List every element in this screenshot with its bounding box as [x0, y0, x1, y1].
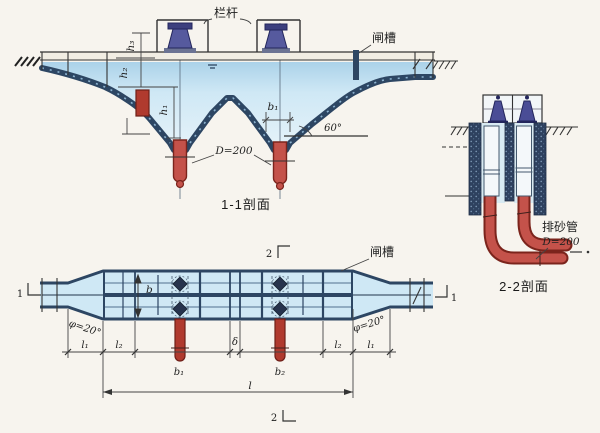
discharge-pipe-left — [482, 189, 569, 266]
dim-b2-plan: b₂ — [275, 367, 285, 378]
dim-h3-label: h₃ — [125, 41, 137, 52]
pipe-diameter-leader-2 — [535, 247, 549, 260]
ground-line-left — [450, 126, 469, 136]
ground-hatch-left — [14, 56, 41, 67]
valve-stand-left — [164, 22, 196, 53]
dim-total-label: l — [248, 380, 251, 392]
channel-break-marks — [41, 278, 425, 312]
railing-leaders — [203, 18, 252, 25]
outlet-channel — [412, 52, 434, 78]
dim-l1-left: l₁ — [81, 340, 88, 351]
width-b-label: b — [146, 284, 153, 296]
shaft-wall-left — [468, 122, 482, 216]
pipe-sleeves — [483, 125, 533, 197]
dim-h2-label: h₂ — [118, 68, 130, 79]
gate-slot-leader — [358, 44, 372, 54]
plan-gate-slot-leader — [340, 258, 370, 272]
dim-b1-plan: b₁ — [174, 367, 184, 378]
height-dimensions — [116, 32, 181, 139]
total-length-dimension — [103, 389, 353, 395]
ground-hatch-right — [432, 60, 458, 70]
gate-slot-bar — [353, 50, 359, 80]
plan-pipe-left — [171, 318, 189, 362]
section-2-2-caption: 2-2剖面 — [499, 279, 549, 294]
plan-pipe-right — [271, 318, 289, 362]
angle-60-label: 60° — [324, 123, 342, 134]
dim-h1-label: h₁ — [158, 105, 170, 116]
svg-text:2: 2 — [266, 249, 272, 260]
inlet-pipe-stub — [122, 89, 150, 135]
plan-valves — [171, 275, 289, 318]
dim-delta: δ — [232, 337, 238, 348]
pipe-diameter-label-2: D=200 — [541, 236, 580, 248]
flow-arrow — [570, 250, 590, 254]
svg-text:1: 1 — [17, 289, 23, 300]
gate-slot-label: 闸槽 — [372, 31, 396, 45]
shaft-wall-right — [533, 122, 547, 216]
pipe-diameter-leaders — [191, 154, 272, 166]
b1-dimension — [262, 112, 294, 132]
deck-slab — [40, 51, 435, 61]
svg-text:1: 1 — [451, 293, 457, 304]
section-2-2-drawing: 排砂管 D=200 2-2剖面 — [442, 94, 590, 294]
sand-pipe-left — [165, 139, 195, 189]
water-surface-icon — [208, 64, 217, 69]
discharge-pipe-right — [517, 189, 573, 252]
section-mark-right-1: 1 — [435, 285, 457, 304]
sand-pipe-label: 排砂管 — [542, 219, 578, 234]
dim-l2-right: l₂ — [334, 340, 341, 351]
section-mark-top-2: 2 — [266, 245, 290, 260]
dim-l2-left: l₂ — [115, 340, 122, 351]
plan-gate-slot-label: 闸槽 — [370, 245, 394, 259]
plan-outline — [40, 269, 433, 321]
svg-text:2: 2 — [271, 413, 277, 424]
railing — [156, 19, 301, 52]
valve-cone-left — [488, 95, 508, 124]
section-1-1-caption: 1-1剖面 — [221, 197, 271, 212]
dimension-row — [62, 348, 396, 356]
section-mark-bottom-2: 2 — [271, 410, 296, 424]
slope-angle-60 — [284, 125, 368, 137]
railing-label: 栏杆 — [214, 5, 238, 20]
valve-cone-right — [517, 95, 537, 124]
dim-b1-section-label: b₁ — [268, 101, 279, 113]
dim-l1-right: l₁ — [367, 340, 374, 351]
inlet-channel-walls — [41, 52, 108, 87]
shaft-wall-middle — [504, 122, 515, 202]
ground-line-right — [545, 126, 578, 136]
section-1-1-drawing: h₃ h₂ h₁ b₁ 60° D=200 栏杆 闸槽 1-1剖面 — [14, 5, 458, 212]
section-mark-left-1: 1 — [17, 283, 41, 300]
water-body — [42, 62, 433, 150]
pipe-diameter-label: D=200 — [214, 145, 253, 157]
width-b-arrow — [134, 273, 142, 319]
valve-stand-right — [262, 23, 290, 53]
sand-pipe-right — [265, 141, 295, 191]
